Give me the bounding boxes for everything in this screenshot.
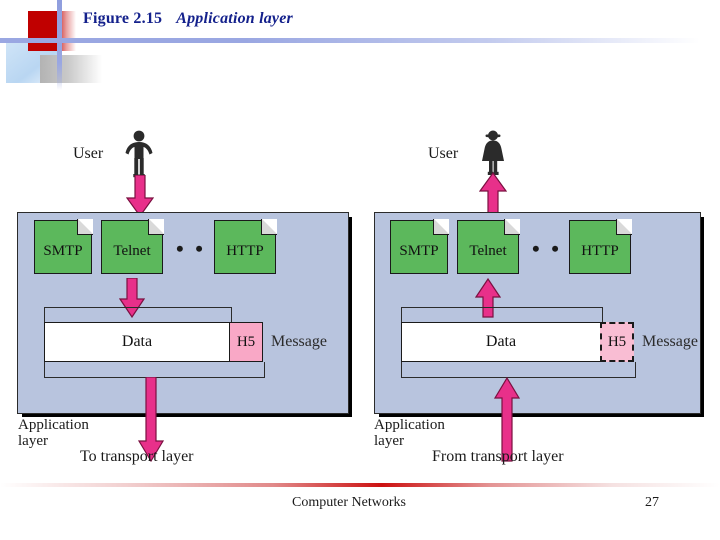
sender-protocol-smtp[interactable]: SMTP [34,219,93,274]
figure-title: Application layer [176,10,293,27]
receiver-side: User SMTP [360,120,720,480]
receiver-data-box: Data [401,322,601,362]
protocol-label: HTTP [226,242,264,259]
protocol-label: SMTP [43,242,83,259]
message-to-transport-arrow [138,377,164,462]
layer-label-line2: layer [18,432,48,449]
page-fold-icon [616,219,632,235]
sender-header-box: H5 [229,322,263,362]
receiver-message-label: Message [642,333,698,350]
page-title: Figure 2.15 Application layer [83,10,293,28]
receiver-message-bracket-bottom [401,362,636,378]
decoration-vertical-line [57,0,62,90]
layer-label-line2: layer [374,432,404,449]
protocol-label: HTTP [581,242,619,259]
protocol-label: Telnet [113,242,151,259]
sender-transport-label: To transport layer [80,448,194,465]
receiver-header-box: H5 [600,322,634,362]
sender-protocol-http[interactable]: HTTP [214,219,277,274]
receiver-user-label: User [428,145,459,162]
decoration-gray-bar [40,55,102,83]
sender-protocol-telnet[interactable]: Telnet [101,219,164,274]
receiver-data-bracket-top [401,307,603,323]
receiver-protocol-telnet[interactable]: Telnet [457,219,520,274]
layer-label-line1: Application [18,417,89,433]
header-decoration [0,0,200,100]
sender-data-box: Data [44,322,230,362]
receiver-protocol-http[interactable]: HTTP [569,219,632,274]
page-fold-icon [261,219,277,235]
page-fold-icon [77,219,93,235]
page-fold-icon [504,219,520,235]
footer-divider [0,483,720,487]
user-to-protocol-arrow [126,175,154,217]
sender-user-label: User [73,145,104,162]
sender-data-bracket-top [44,307,232,323]
figure-number: Figure 2.15 [83,10,163,27]
protocol-label: SMTP [399,242,439,259]
layer-label-line1: Application [374,417,445,433]
header-divider [0,38,700,43]
female-user-icon [482,130,504,175]
sender-ellipsis: • • • [176,236,226,261]
page-fold-icon [148,219,164,235]
protocol-to-user-arrow [479,172,507,216]
sender-layer-label: Application layer [18,417,89,450]
receiver-protocol-smtp[interactable]: SMTP [390,219,449,274]
receiver-transport-label: From transport layer [432,448,564,465]
document-icon [457,220,519,274]
transport-to-message-arrow [494,377,520,462]
protocol-label: Telnet [469,242,507,259]
footer-page-number: 27 [645,495,659,510]
male-user-icon [125,130,153,178]
receiver-layer-label: Application layer [374,417,445,450]
sender-message-label: Message [271,333,327,350]
footer-title: Computer Networks [292,495,406,510]
application-layer-diagram: User SMTP [0,120,720,480]
sender-message-bracket-bottom [44,362,265,378]
message-to-protocol-arrow [475,278,501,318]
document-icon [34,220,92,274]
decoration-red-square [28,11,58,51]
receiver-ellipsis: • • • [532,236,582,261]
page-fold-icon [433,219,449,235]
sender-side: User SMTP [0,120,360,480]
document-icon [390,220,448,274]
